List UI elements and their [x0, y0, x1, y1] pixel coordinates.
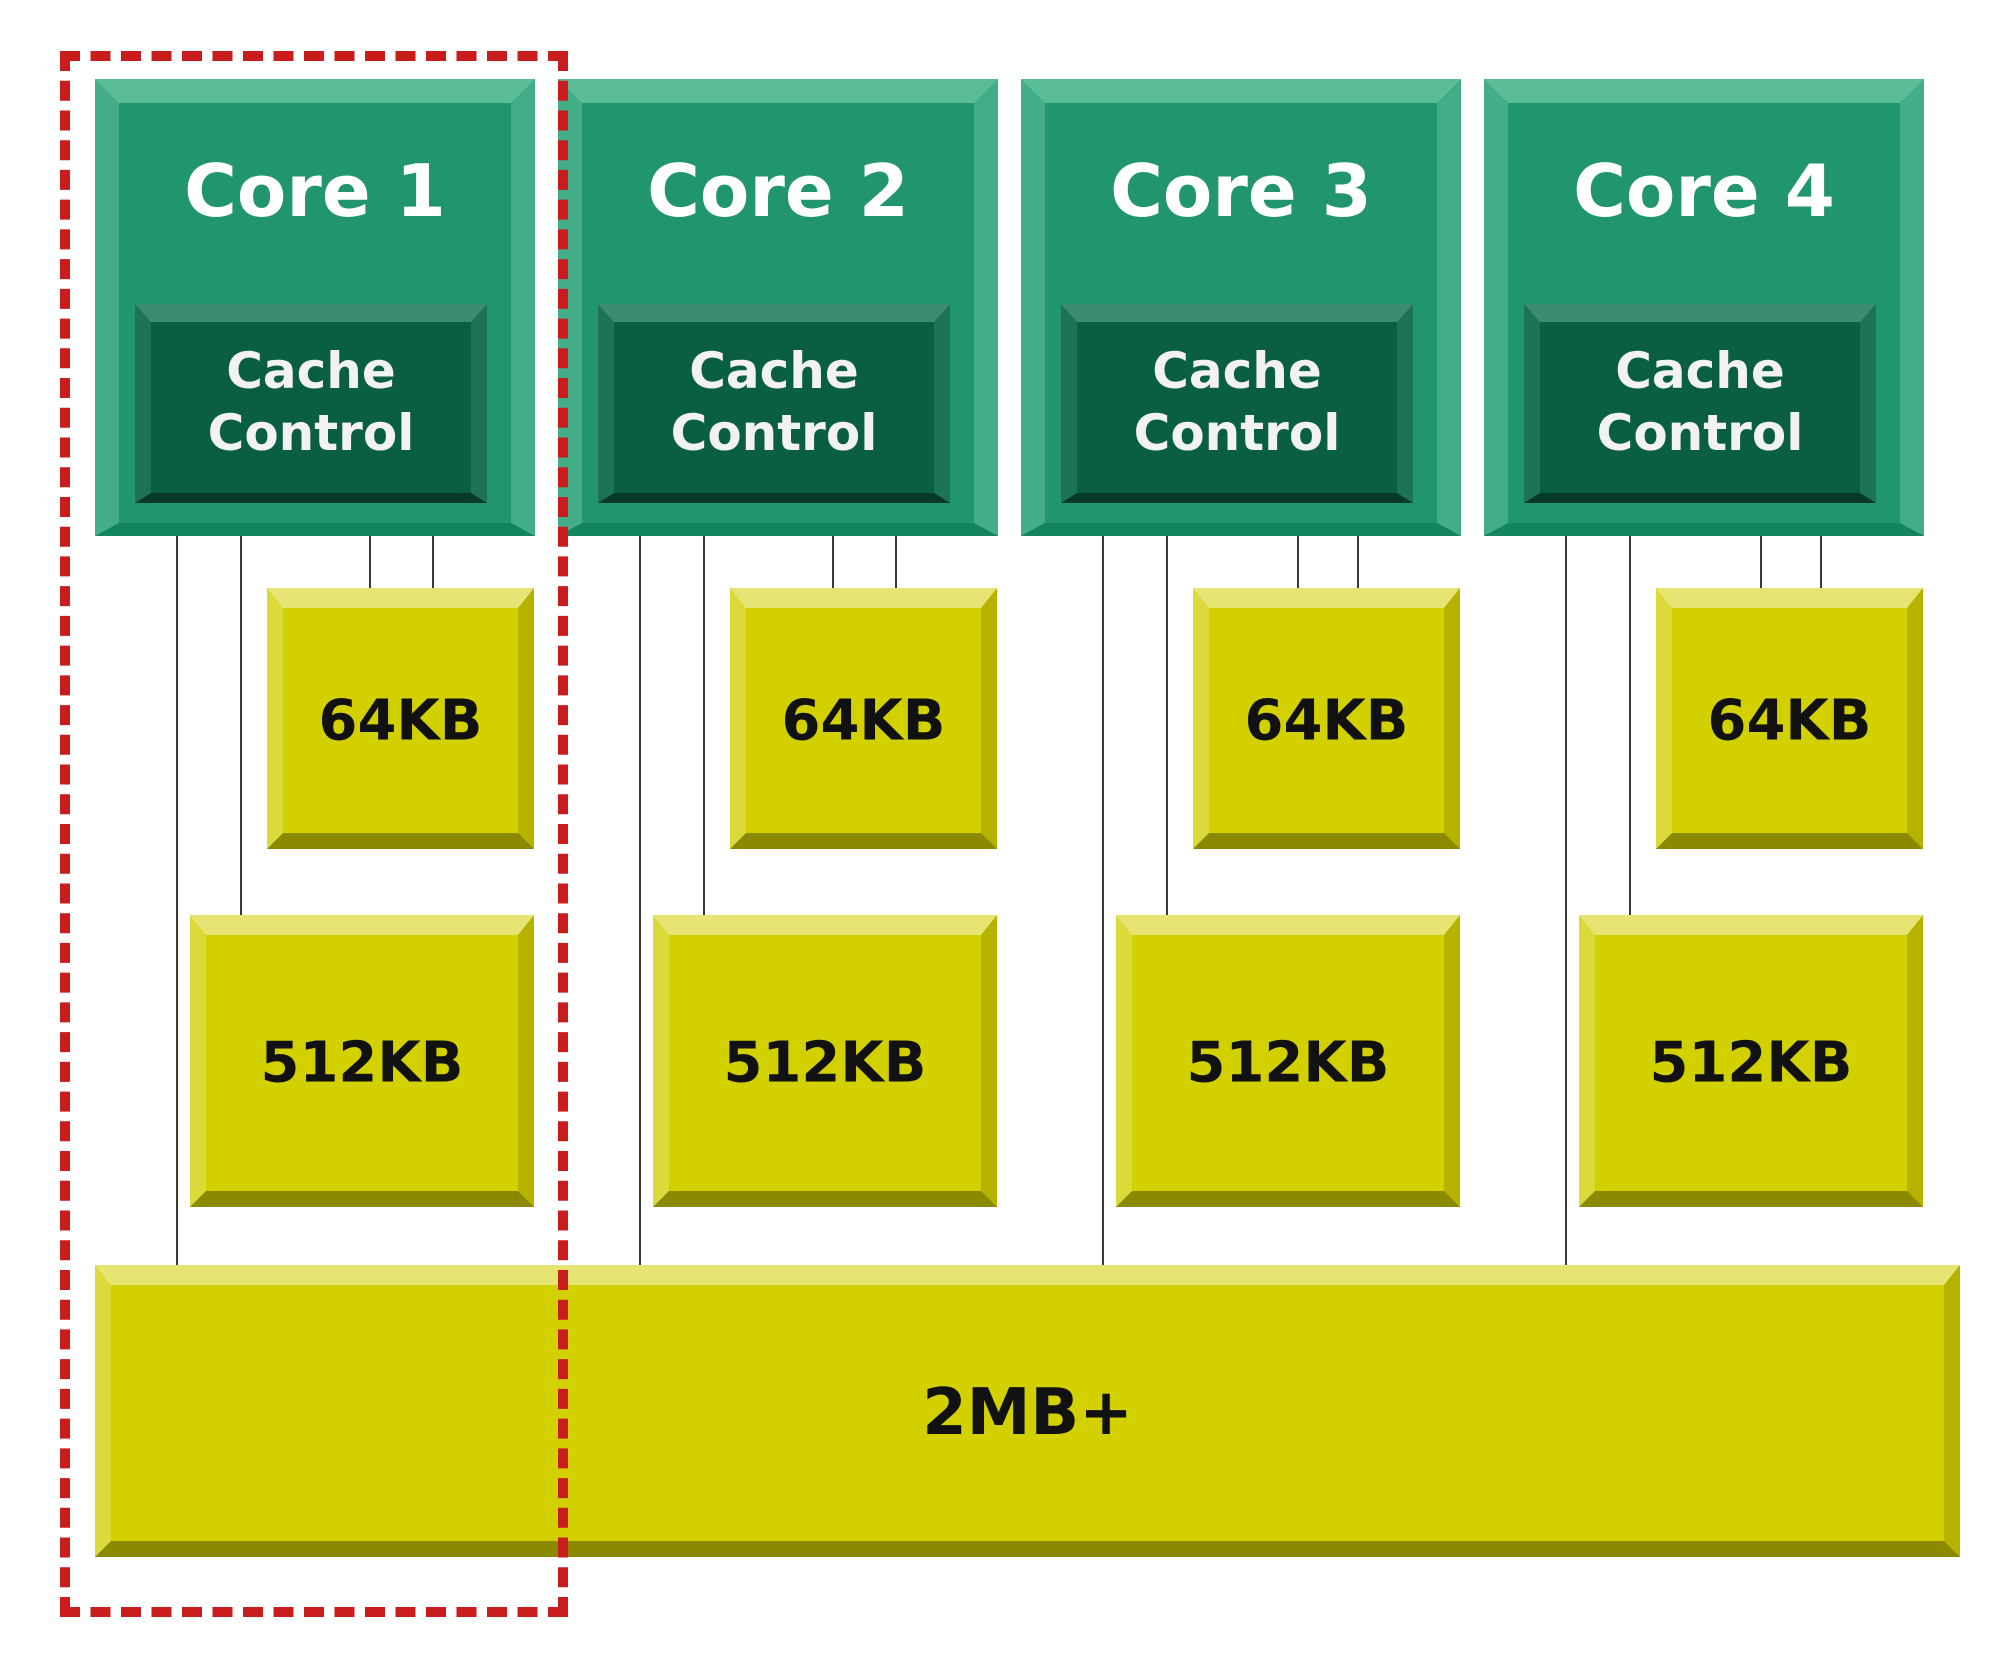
wire-core1-to-l3	[176, 500, 178, 1290]
core-2-l2-cache: 512KB	[653, 915, 997, 1207]
wire-core3-to-l1-a	[1297, 500, 1299, 602]
wire-core1-to-l1-a	[369, 500, 371, 602]
wire-core3-to-l1-b	[1357, 500, 1359, 602]
core-4-l2-cache: 512KB	[1579, 915, 1923, 1207]
core-4-l2-label: 512KB	[1649, 1030, 1853, 1096]
wire-core4-to-l1-b	[1820, 500, 1822, 602]
wire-core2-to-l1-a	[832, 500, 834, 602]
core-1-cache-control: Cache Control	[135, 304, 487, 503]
wire-core2-to-l2	[703, 500, 705, 933]
core-4-title: Core 4	[1573, 149, 1835, 233]
core-2-title: Core 2	[647, 149, 909, 233]
wire-core4-to-l2	[1629, 500, 1631, 933]
core-2-l1-label: 64KB	[781, 688, 946, 753]
core-3-title: Core 3	[1110, 149, 1372, 233]
core-3-l1-cache: 64KB	[1193, 588, 1460, 849]
shared-cache: 2MB+	[95, 1265, 1960, 1557]
core-3-cache-control: Cache Control	[1061, 304, 1413, 503]
wire-core3-to-l3	[1102, 500, 1104, 1290]
core-1-l1-cache: 64KB	[267, 588, 534, 849]
core-1-l2-label: 512KB	[260, 1030, 464, 1096]
wire-core2-to-l1-b	[895, 500, 897, 602]
core-1-l1-label: 64KB	[318, 688, 483, 753]
core-3-l2-label: 512KB	[1186, 1030, 1390, 1096]
wire-core1-to-l2	[240, 500, 242, 933]
wire-core2-to-l3	[639, 500, 641, 1290]
core-2-cache-control: Cache Control	[598, 304, 950, 503]
core-1-cache-control-label: Cache Control	[207, 342, 415, 462]
core-4-l1-cache: 64KB	[1656, 588, 1923, 849]
core-1-l2-cache: 512KB	[190, 915, 534, 1207]
wire-core4-to-l3	[1565, 500, 1567, 1290]
core-3-cache-control-label: Cache Control	[1133, 342, 1341, 462]
core-3-l2-cache: 512KB	[1116, 915, 1460, 1207]
core-2-l2-label: 512KB	[723, 1030, 927, 1096]
core-4-cache-control-label: Cache Control	[1596, 342, 1804, 462]
core-4-l1-label: 64KB	[1707, 688, 1872, 753]
core-1-highlight-box	[60, 51, 568, 1617]
core-3-l1-label: 64KB	[1244, 688, 1409, 753]
core-1-title: Core 1	[184, 149, 446, 233]
wire-core1-to-l1-b	[432, 500, 434, 602]
core-4-cache-control: Cache Control	[1524, 304, 1876, 503]
core-2-l1-cache: 64KB	[730, 588, 997, 849]
wire-core4-to-l1-a	[1760, 500, 1762, 602]
wire-core3-to-l2	[1166, 500, 1168, 933]
core-2-cache-control-label: Cache Control	[670, 342, 878, 462]
shared-cache-label: 2MB+	[922, 1376, 1133, 1450]
